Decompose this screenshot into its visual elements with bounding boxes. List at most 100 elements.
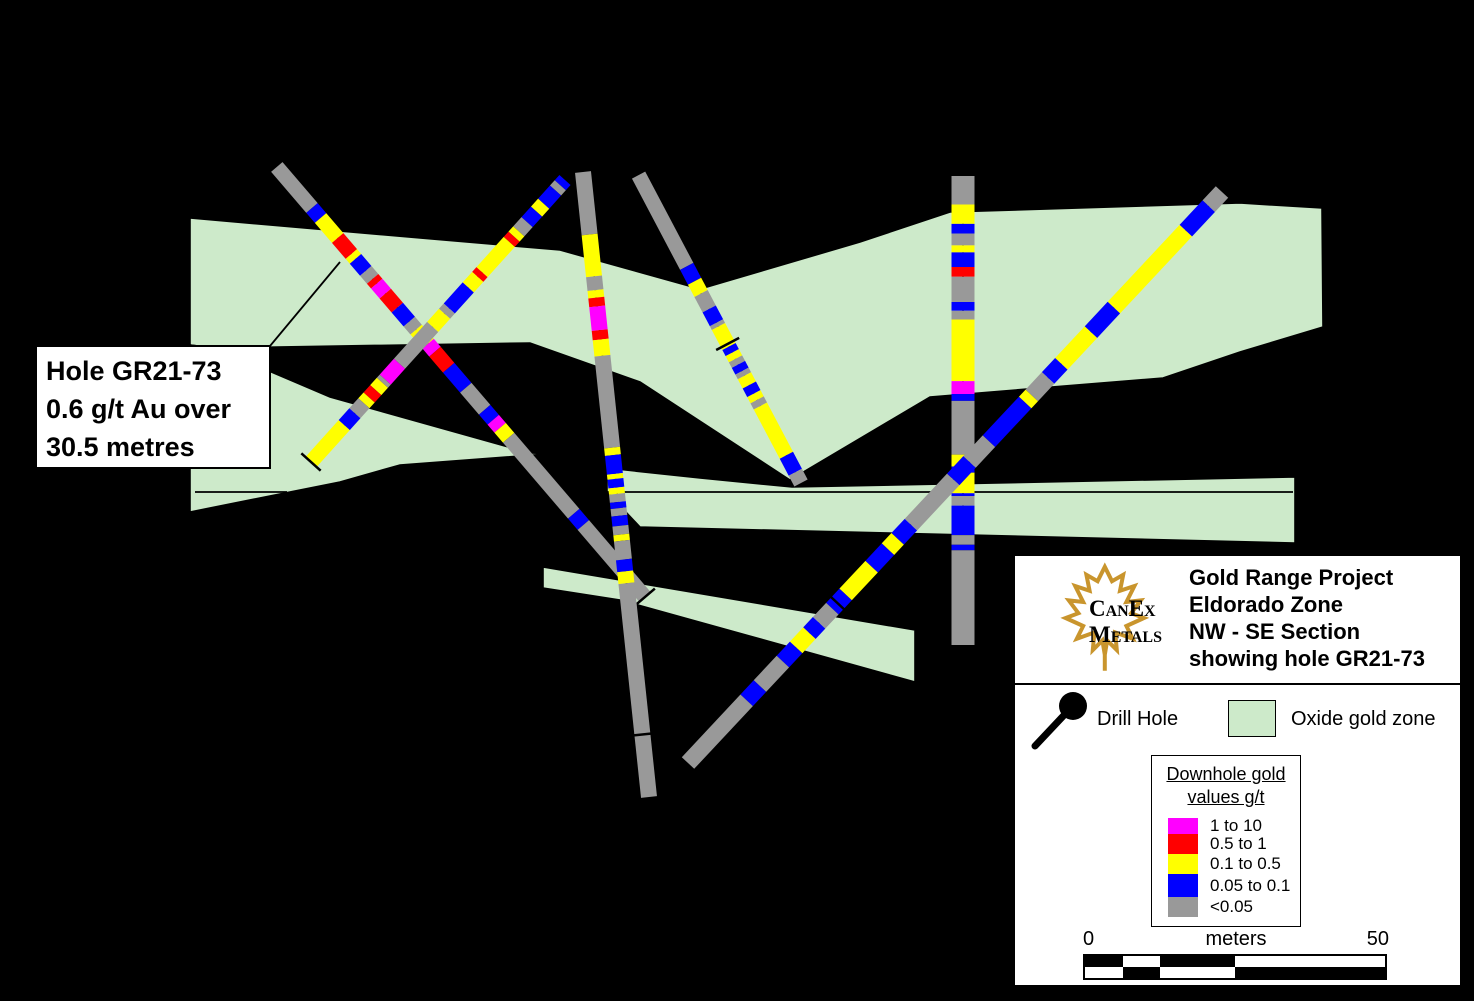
title-line: showing hole GR21-73	[1189, 646, 1425, 671]
hole-depth-tick	[300, 452, 322, 472]
hole-interval	[709, 319, 726, 330]
hole-interval	[1179, 200, 1215, 237]
hole-interval	[812, 602, 839, 629]
hole-interval	[575, 171, 598, 236]
hole-interval	[538, 185, 562, 209]
annotation-line: Hole GR21-73	[46, 356, 222, 386]
class-color-swatch	[1168, 818, 1198, 834]
hole-interval	[1202, 186, 1229, 212]
hole-interval	[604, 454, 623, 475]
hole-depth-tick	[715, 336, 740, 352]
downhole-title-line: Downhole gold	[1166, 764, 1286, 784]
hole-interval	[747, 390, 764, 404]
hole-interval	[472, 267, 488, 282]
hole-interval	[549, 180, 566, 196]
hole-interval	[803, 617, 826, 640]
oxide-zone-label: Oxide gold zone	[1291, 708, 1436, 730]
scale-bar-row	[1085, 967, 1385, 978]
logo-line: CanEx	[1089, 596, 1156, 621]
hole-interval	[393, 321, 439, 369]
hole-interval	[612, 524, 630, 536]
hole-interval	[577, 520, 651, 602]
legend-symbols-row: Drill Hole Oxide gold zone	[1015, 688, 1460, 756]
downhole-title-line: values g/t	[1187, 787, 1265, 807]
hole-interval	[462, 271, 484, 293]
class-color-swatch	[1168, 874, 1198, 897]
hole-interval	[502, 432, 580, 519]
hole-interval	[1025, 372, 1055, 402]
hole-interval	[442, 362, 472, 393]
hole-interval	[478, 404, 499, 425]
hole-interval	[349, 398, 370, 419]
hole-interval	[735, 367, 752, 380]
hole-depth-tick	[634, 587, 656, 607]
hole-interval	[305, 420, 350, 468]
hole-interval	[554, 174, 571, 191]
hole-interval	[694, 290, 716, 313]
hole-interval	[438, 303, 455, 319]
hole-interval	[494, 422, 515, 443]
hole-interval	[589, 305, 608, 331]
hole-interval	[750, 396, 768, 410]
hole-interval	[753, 655, 790, 692]
logo-wordmark: CanEx Metals	[1089, 596, 1162, 648]
scale-bar-row	[1085, 956, 1385, 967]
legend-box: CanEx Metals Gold Range Project Eldorado…	[1012, 553, 1463, 988]
hole-interval	[371, 278, 391, 299]
class-range-label: 0.5 to 1	[1210, 834, 1267, 853]
hole-interval	[476, 236, 515, 278]
hole-interval	[521, 206, 543, 228]
hole-interval	[737, 372, 756, 389]
title-line: Gold Range Project	[1189, 565, 1394, 590]
hole-interval	[613, 533, 630, 542]
class-color-swatch	[1168, 897, 1198, 917]
hole-interval	[722, 343, 739, 357]
scale-bar-graphic	[1083, 954, 1387, 980]
hole-interval	[363, 385, 382, 403]
hole-interval	[376, 374, 391, 388]
hole-interval	[826, 588, 852, 615]
hole-interval	[904, 473, 960, 531]
hole-interval	[1107, 224, 1192, 314]
hole-interval	[631, 170, 694, 270]
scale-max-label: 50	[1366, 928, 1389, 950]
hole-interval	[687, 277, 708, 298]
hole-nw-gr21-73	[265, 156, 656, 607]
hole-steep-center	[575, 159, 657, 798]
scale-bar-segment	[1122, 967, 1160, 978]
hole-interval	[789, 627, 816, 654]
hole-interval	[618, 582, 657, 798]
hole-interval	[331, 233, 358, 259]
hole-interval	[422, 338, 441, 357]
class-range-label: <0.05	[1210, 897, 1254, 916]
hole-interval	[1055, 326, 1098, 370]
hole-interval	[753, 402, 794, 459]
hole-depth-tick	[629, 731, 656, 738]
annotation-callout: Hole GR21-73 0.6 g/t Au over 30.5 metres	[35, 345, 271, 469]
hole-interval	[379, 288, 403, 313]
canex-metals-logo: CanEx Metals	[1029, 562, 1179, 674]
class-range-label: 0.1 to 0.5	[1210, 854, 1281, 873]
hole-interval	[379, 358, 406, 385]
hole-interval	[728, 355, 746, 368]
hole-interval	[443, 282, 474, 314]
hole-interval	[606, 473, 624, 480]
hole-interval	[947, 456, 976, 486]
annotation-line: 0.6 g/t Au over	[46, 394, 232, 424]
hole-interval	[617, 570, 635, 585]
drill-hole-icon	[1031, 692, 1087, 750]
hole-interval	[513, 217, 533, 237]
scale-bar-segment	[1122, 956, 1160, 967]
hole-interval	[370, 377, 388, 396]
class-color-swatch	[1168, 854, 1198, 874]
class-range-label: 1 to 10	[1210, 816, 1262, 835]
hole-interval	[742, 381, 761, 398]
scale-bar-segment	[1085, 956, 1123, 967]
hole-interval	[891, 518, 918, 545]
hole-interval	[503, 231, 520, 247]
hole-interval	[604, 446, 621, 456]
legend-divider	[1015, 683, 1460, 685]
hole-interval	[779, 451, 802, 476]
hole-interval	[594, 354, 621, 449]
logo-line: Metals	[1089, 622, 1162, 647]
